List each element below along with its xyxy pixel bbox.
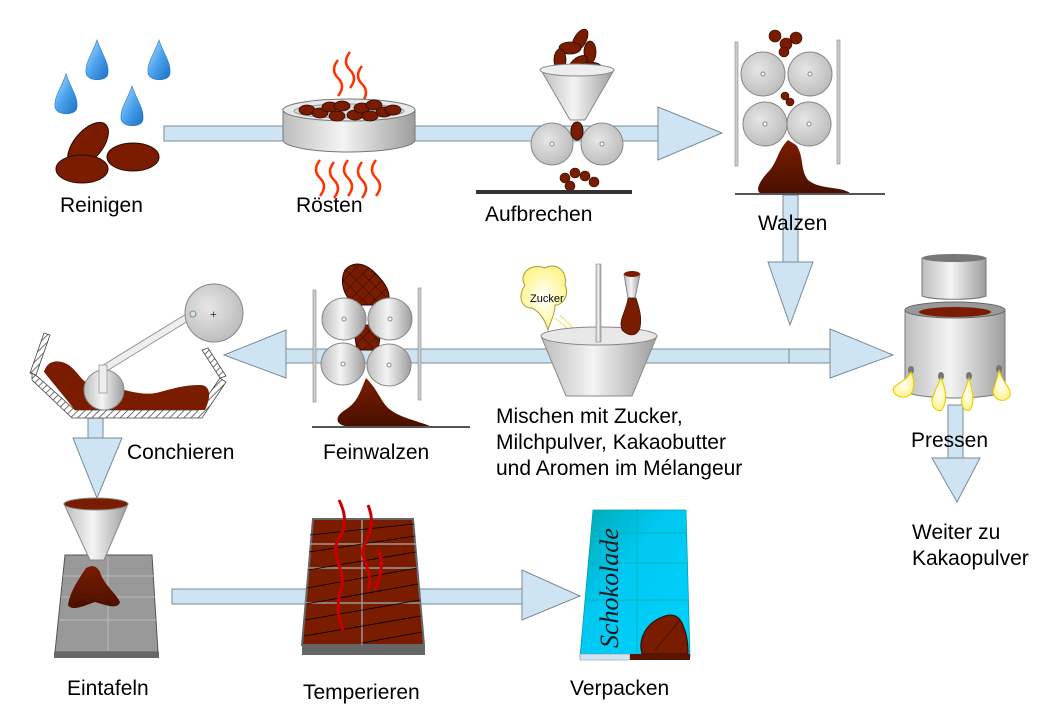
- sugar-bubble-label: Zucker: [530, 293, 564, 305]
- base-plate: [476, 190, 632, 194]
- arrow-head-to-verpacken: [521, 569, 582, 621]
- label-mischen-line2: Milchpulver, Kakaobutter: [496, 431, 726, 454]
- conche-trough: [31, 372, 227, 419]
- label-kakaopulver: Weiter zu Kakaopulver: [912, 520, 1029, 572]
- cocoa-bean-icon: [55, 121, 160, 184]
- arrow-head-to-walzen: [657, 106, 724, 161]
- heat-wave-icon: [314, 51, 382, 199]
- drive-wheel: [184, 283, 244, 343]
- label-eintafeln: Eintafeln: [67, 677, 149, 700]
- label-kakaopulver-line2: Kakaopulver: [912, 547, 1029, 570]
- arrow-head-conchieren-down: [72, 437, 123, 500]
- arrow-head-to-pressen: [829, 328, 895, 379]
- heat-wave-icon: [334, 499, 383, 631]
- step-verpacken-illustration: Schokolade: [579, 509, 691, 661]
- step-conchieren-illustration: +: [29, 283, 244, 419]
- label-verpacken: Verpacken: [570, 677, 670, 700]
- cocoa-butter-drip-icon: [892, 369, 1011, 411]
- arrow-head-pressen-down: [931, 457, 981, 504]
- step-walzen-illustration: [734, 29, 885, 195]
- step-mischen-illustration: Zucker: [520, 263, 658, 397]
- cocoa-mass: [758, 140, 850, 193]
- step-temperieren-illustration: [300, 499, 426, 655]
- label-conchieren: Conchieren: [127, 441, 235, 464]
- svg-text:+: +: [210, 307, 217, 321]
- package-brand-text: Schokolade: [595, 528, 624, 648]
- label-mischen: Mischen mit Zucker, Milchpulver, Kakaobu…: [496, 404, 742, 482]
- step-feinwalzen-illustration: [312, 263, 470, 428]
- arrow-shaft-conchieren-down: [87, 417, 104, 441]
- label-kakaopulver-line1: Weiter zu: [912, 521, 1001, 544]
- pouring-funnel: [63, 503, 129, 561]
- funnel: [540, 69, 615, 121]
- sugar-bubble: [520, 265, 568, 332]
- flow-arrows: [72, 106, 981, 621]
- step-pressen-illustration: [892, 254, 1011, 411]
- step-reinigen-illustration: [54, 39, 171, 184]
- label-roesten: Rösten: [296, 194, 363, 217]
- label-mischen-line3: und Aromen im Mélangeur: [496, 457, 743, 480]
- roasting-pan: [282, 109, 416, 153]
- label-pressen: Pressen: [911, 429, 989, 452]
- press-cylinder: [904, 309, 1006, 399]
- step-aufbrechen-illustration: [476, 28, 632, 194]
- label-aufbrechen: Aufbrechen: [485, 203, 593, 226]
- label-walzen: Walzen: [758, 212, 828, 235]
- water-drop-icon: [54, 39, 171, 127]
- stirrer-rod: [595, 263, 602, 343]
- label-reinigen: Reinigen: [60, 194, 143, 217]
- step-eintafeln-illustration: [54, 497, 159, 658]
- step-roesten-illustration: [282, 51, 416, 199]
- label-temperieren: Temperieren: [303, 681, 420, 704]
- arrow-head-walzen-down: [767, 261, 814, 327]
- arrow-head-to-conchieren: [222, 329, 287, 379]
- label-feinwalzen: Feinwalzen: [323, 441, 430, 464]
- label-mischen-line1: Mischen mit Zucker,: [496, 405, 683, 428]
